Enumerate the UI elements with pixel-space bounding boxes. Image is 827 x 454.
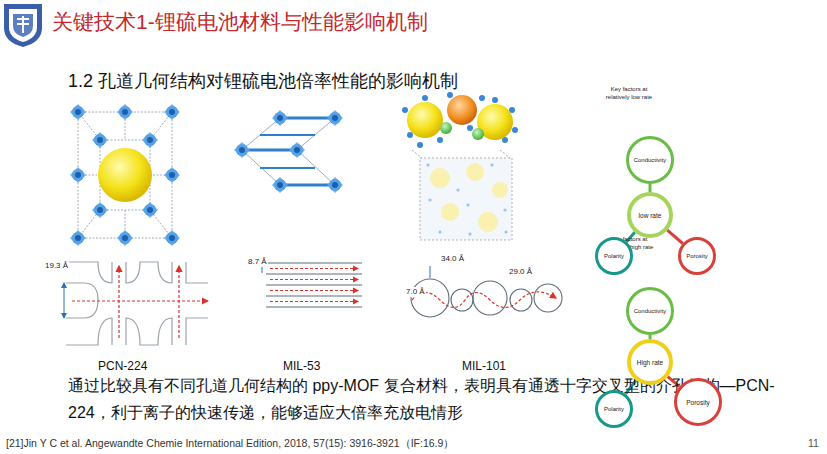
circle-label: low rate	[639, 212, 662, 219]
circle-label: Conductivity	[634, 308, 667, 314]
circle-text-holder: Polarity	[595, 237, 633, 275]
pcn224-structure	[70, 104, 180, 246]
connector	[649, 335, 652, 339]
factor-circle: Porosity	[678, 237, 716, 275]
factor-circle: Polarity	[595, 390, 633, 428]
circle-text-holder: Porosity	[678, 237, 716, 275]
slide-title: 关键技术1-锂硫电池材料与性能影响机制	[52, 9, 428, 35]
reference: [21]Jin Y C et al. Angewandte Chemie Int…	[6, 437, 454, 450]
dimension-label: 7.0 Å	[405, 287, 426, 297]
mil53-channels	[262, 263, 362, 307]
circle-text-holder: Conductivity	[626, 287, 674, 335]
mil101-channels	[411, 266, 562, 317]
connector	[649, 184, 652, 192]
circle-label: Polarity	[604, 253, 624, 259]
factor-circle: Conductivity	[626, 287, 674, 335]
dimension-label: 29.0 Å	[508, 267, 533, 277]
section-heading: 1.2 孔道几何结构对锂硫电池倍率性能的影响机制	[68, 70, 458, 93]
factor-circle: High rate	[627, 339, 673, 385]
structure-name: PCN-224	[98, 359, 147, 374]
factor-circle: Conductivity	[626, 136, 674, 184]
mil53-structure	[234, 110, 343, 193]
page-number: 11	[808, 437, 819, 450]
circle-text-holder: Polarity	[595, 390, 633, 428]
pcn224-channels	[64, 262, 208, 345]
connector	[667, 230, 682, 243]
circle-label: Porosity	[686, 399, 709, 406]
structure-name: MIL-101	[462, 359, 506, 374]
mil101-structure	[402, 92, 518, 240]
circle-label: Porosity	[686, 253, 708, 259]
caption-text: 通过比较具有不同孔道几何结构的 ppy-MOF 复合材料，表明具有通透十字交叉型…	[68, 372, 780, 426]
circle-label: Conductivity	[634, 157, 667, 163]
circle-label: High rate	[637, 359, 663, 366]
dimension-label: 19.3 Å	[44, 261, 69, 271]
circle-text-holder: low rate	[627, 192, 673, 238]
factor-circle: Polarity	[595, 237, 633, 275]
circle-text-holder: High rate	[627, 339, 673, 385]
structure-name: MIL-53	[283, 359, 320, 374]
circle-text-holder: Porosity	[674, 378, 722, 426]
circle-label: Polarity	[604, 406, 624, 412]
dimension-label: 8.7 Å	[247, 257, 268, 267]
circle-text-holder: Conductivity	[626, 136, 674, 184]
factor-circle: Porosity	[674, 378, 722, 426]
diagram-heading: Key factors at relatively low rate	[600, 86, 658, 102]
dimension-label: 34.0 Å	[440, 254, 465, 264]
factor-circle: low rate	[627, 192, 673, 238]
logo	[4, 4, 42, 47]
